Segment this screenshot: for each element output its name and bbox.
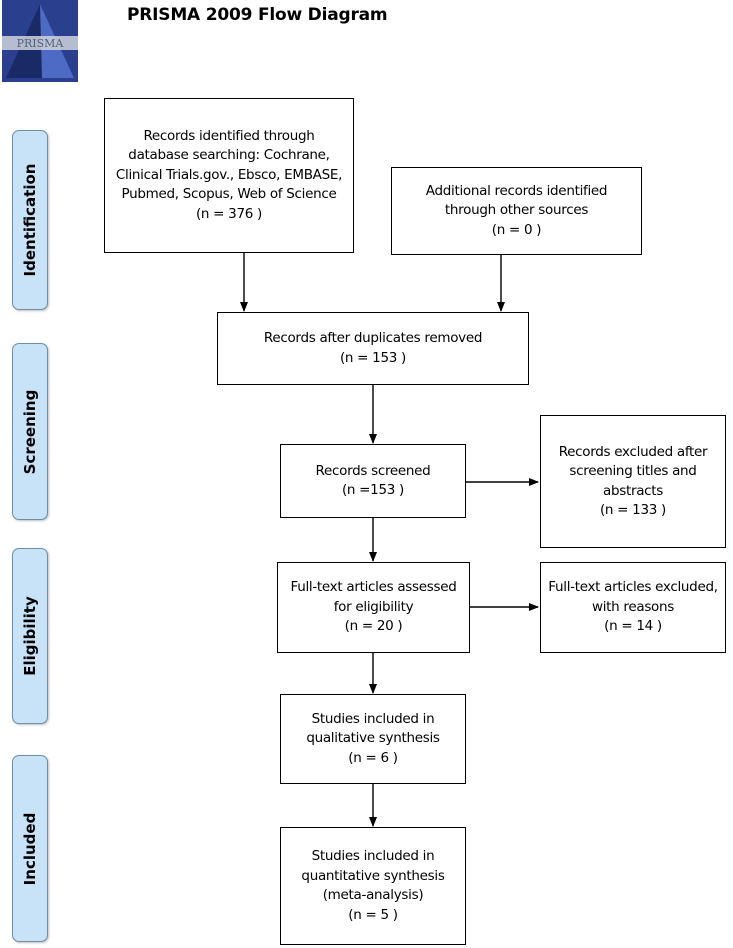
box-line: database searching: Cochrane, — [128, 147, 330, 164]
box-line: Records identified through — [143, 127, 315, 144]
box-line: Records excluded after — [558, 443, 708, 460]
box-line: through other sources — [444, 202, 589, 219]
stage-identification: Identification — [12, 130, 48, 310]
box-line: abstracts — [602, 482, 664, 499]
stage-eligibility: Eligibility — [12, 548, 48, 724]
box-line: (n = 133 ) — [599, 502, 667, 518]
box-additional-records: Additional records identified through ot… — [391, 167, 642, 255]
box-line: Records after duplicates removed — [263, 330, 483, 346]
page-title: PRISMA 2009 Flow Diagram — [127, 5, 388, 25]
logo-text: PRISMA — [17, 37, 65, 50]
box-line: Pubmed, Scopus, Web of Science — [121, 186, 337, 203]
box-line: Records screened — [315, 462, 431, 479]
box-qualitative-synthesis: Studies included in qualitative synthesi… — [280, 694, 466, 784]
stage-screening: Screening — [12, 343, 48, 520]
box-line: Studies included in — [311, 710, 435, 727]
box-records-screened: Records screened (n =153 ) — [280, 444, 466, 518]
box-line: screening titles and — [569, 463, 697, 479]
box-line: with reasons — [591, 598, 675, 615]
box-line: (n = 20 ) — [344, 618, 403, 635]
box-line: Full-text articles assessed — [290, 579, 457, 596]
box-fulltext-assessed: Full-text articles assessed for eligibil… — [277, 562, 470, 653]
prisma-logo: PRISMA — [2, 0, 78, 82]
box-line: (meta-analysis) — [322, 887, 424, 903]
box-line: (n = 5 ) — [348, 906, 398, 923]
box-records-excluded: Records excluded after screening titles … — [540, 415, 726, 548]
box-line: Full-text articles excluded, — [548, 579, 718, 596]
box-line: Additional records identified — [425, 182, 608, 199]
box-line: for eligibility — [333, 598, 414, 615]
box-line: qualitative synthesis — [306, 730, 440, 747]
box-line: quantitative synthesis — [301, 867, 445, 884]
box-line: Clinical Trials.gov., Ebsco, EMBASE, — [115, 166, 343, 183]
box-line: (n = 0 ) — [491, 221, 542, 238]
box-line: (n = 153 ) — [339, 349, 407, 366]
box-fulltext-excluded: Full-text articles excluded, with reason… — [540, 562, 726, 653]
stage-included: Included — [12, 755, 48, 942]
box-duplicates-removed: Records after duplicates removed (n = 15… — [217, 312, 529, 385]
box-records-identified: Records identified through database sear… — [104, 98, 354, 253]
box-quantitative-synthesis: Studies included in quantitative synthes… — [280, 827, 466, 945]
box-line: (n = 6 ) — [348, 749, 398, 766]
box-line: Studies included in — [311, 848, 435, 864]
box-line: (n = 14 ) — [604, 618, 662, 635]
box-line: (n = 376 ) — [195, 205, 263, 222]
box-line: (n =153 ) — [341, 482, 405, 498]
